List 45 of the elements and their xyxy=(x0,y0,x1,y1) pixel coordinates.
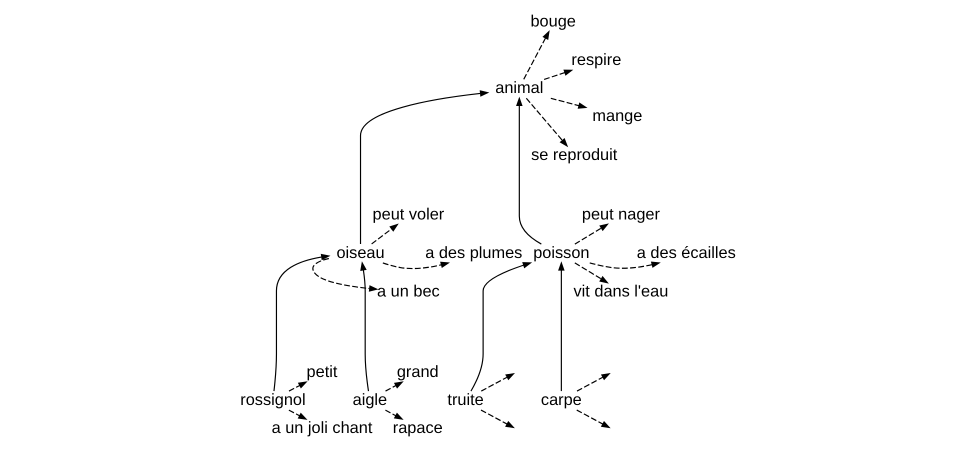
node-text: aigle xyxy=(352,390,387,409)
arrow xyxy=(272,254,330,392)
arrow xyxy=(558,261,564,392)
node-text: a des écailles xyxy=(636,244,736,262)
node-text: respire xyxy=(570,51,621,70)
arrow xyxy=(550,98,588,109)
node-text: rapace xyxy=(392,418,442,437)
arrow xyxy=(384,410,404,420)
arrow xyxy=(288,410,307,420)
arrow xyxy=(543,70,573,80)
arrow xyxy=(480,372,514,392)
node-text: a un bec xyxy=(376,282,440,300)
node-text: peut nager xyxy=(581,205,660,224)
node-text: grand xyxy=(396,362,438,381)
node-text: bouge xyxy=(530,12,576,31)
arrow xyxy=(525,98,568,148)
arrow xyxy=(288,381,308,392)
arrow xyxy=(576,410,610,428)
arrow xyxy=(382,262,450,270)
node-text: a des plumes xyxy=(424,244,522,262)
node-text: se reproduit xyxy=(530,146,617,164)
arrow xyxy=(576,372,610,392)
arrow xyxy=(574,223,608,245)
arrow xyxy=(312,258,378,292)
node-text: poisson xyxy=(532,244,589,262)
node-text: a un joli chant xyxy=(271,418,372,437)
node-text: animal xyxy=(494,79,543,98)
node-text: petit xyxy=(306,362,337,381)
node-text: carpe xyxy=(540,390,582,409)
node-text: vit dans l'eau xyxy=(573,282,668,300)
node-text: oiseau xyxy=(336,244,384,262)
arrow xyxy=(516,96,542,245)
node-text: truite xyxy=(446,390,484,409)
arrow xyxy=(589,262,660,269)
arrow xyxy=(360,261,369,392)
arrow xyxy=(359,90,489,244)
arrow xyxy=(522,30,550,80)
arrow xyxy=(384,381,404,392)
node-text: peut voler xyxy=(372,205,444,224)
arrow xyxy=(470,262,532,392)
arrow xyxy=(480,410,514,428)
node-text: rossignol xyxy=(240,390,306,409)
arrow xyxy=(574,262,608,284)
arrow xyxy=(370,223,398,244)
node-text: mange xyxy=(592,107,642,126)
